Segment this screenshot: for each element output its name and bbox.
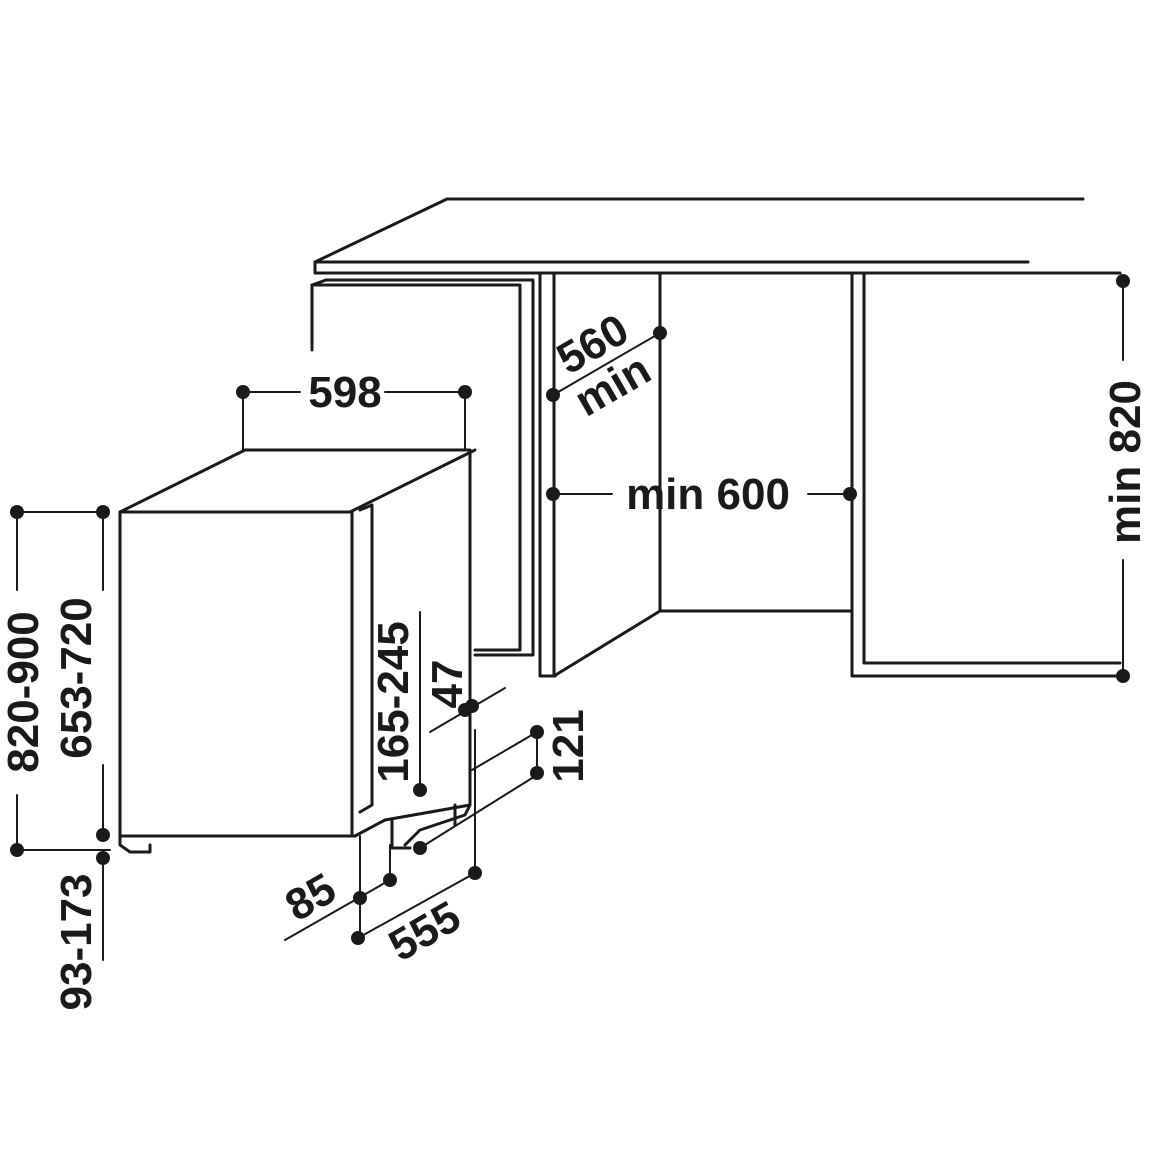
label-598: 598 — [308, 368, 381, 417]
label-653-720: 653-720 — [52, 597, 101, 758]
label-93-173: 93-173 — [52, 873, 101, 1010]
plinth-93-173-dimension — [96, 851, 110, 961]
height-820-900-dimension — [10, 505, 111, 857]
label-165-245: 165-245 — [369, 621, 418, 782]
niche-width-600-dimension — [546, 487, 857, 501]
right-cabinet-panel — [850, 271, 1122, 678]
height-653-720-dimension — [96, 505, 110, 842]
label-121: 121 — [544, 709, 593, 782]
width-598-dimension — [236, 385, 472, 451]
niche-depth-560-dimension — [546, 326, 667, 402]
door-gap-47-dimension — [429, 687, 506, 733]
left-cabinet-panel — [310, 271, 557, 678]
label-85: 85 — [277, 864, 344, 931]
niche-height-820-dimension — [1116, 274, 1130, 683]
label-555: 555 — [381, 892, 469, 971]
countertop — [313, 197, 1122, 275]
foot-121-dimension — [413, 725, 544, 855]
label-min-600: min 600 — [626, 470, 790, 519]
dishwasher-feet — [118, 803, 457, 854]
label-min-820: min 820 — [1101, 380, 1150, 544]
label-47: 47 — [423, 660, 472, 709]
foot-85-dimension — [284, 835, 397, 941]
depth-555-dimension — [351, 729, 482, 945]
label-820-900: 820-900 — [0, 611, 48, 772]
niche-back-wall — [552, 271, 854, 678]
plinth-recess-165-245-dimension — [413, 611, 427, 797]
